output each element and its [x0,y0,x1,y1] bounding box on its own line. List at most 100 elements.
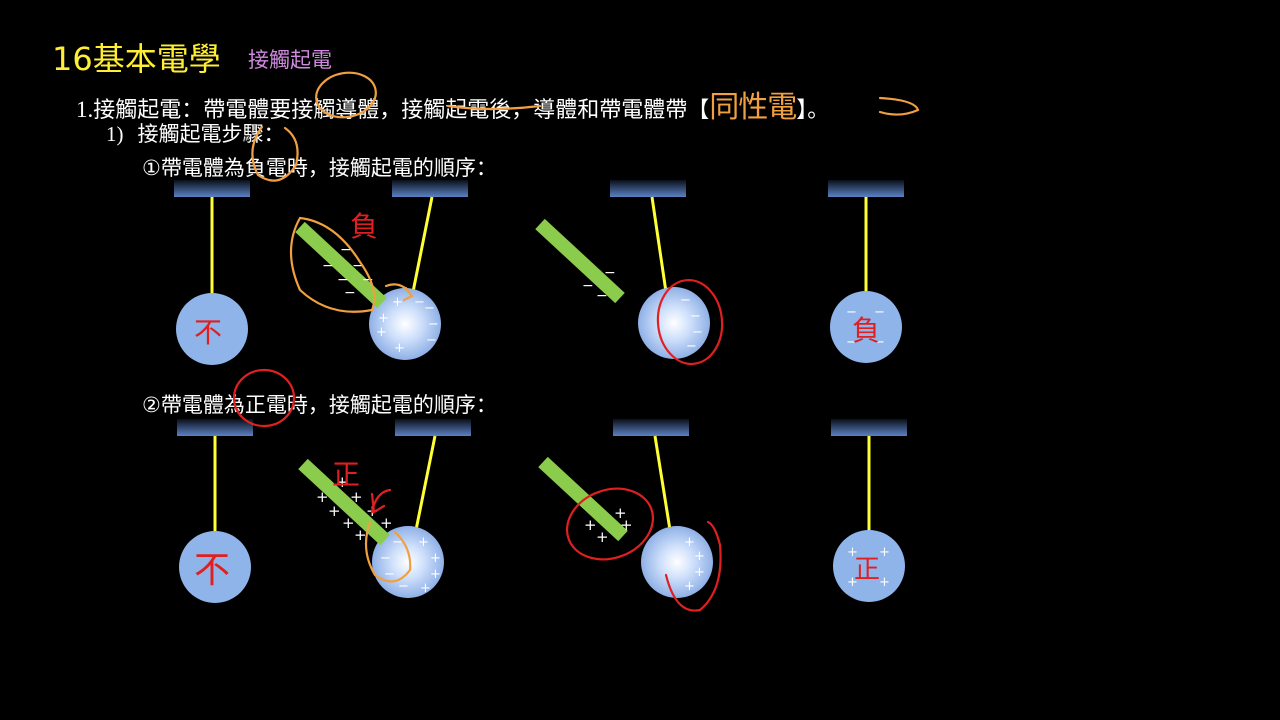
ceiling-bar [174,180,250,197]
charged-rod [535,218,625,304]
section-title: 接觸起電 [248,48,332,72]
conductor-sphere [369,288,441,360]
rod-charges: + + + + [584,504,633,546]
charged-rod [295,221,387,309]
minus-sign: − [392,535,403,550]
plus-sign: + [354,526,367,544]
sphere-charges: + + + + [847,545,890,590]
plus-sign: + [376,325,387,340]
statement-line: 1.接觸起電：帶電體要接觸導體，接觸起電後，導體和帶電體帶【同性電】。 [76,82,829,126]
charged-rod [298,458,390,546]
minus-sign: − [596,288,608,304]
statement-answer: 同性電 [709,90,797,125]
statement-text-before: 接觸起電：帶電體要接觸導體，接觸起電後，導體和帶電體帶【 [93,98,710,123]
minus-sign: − [874,335,885,350]
minus-sign: − [604,265,616,281]
rod-charges: − − − − − − [322,242,374,301]
conductor-sphere [830,291,902,363]
minus-sign: − [692,325,703,340]
rod-charges: + + + + + + + + [316,473,393,544]
note-neg-stage4: 負 [852,314,880,347]
rod-charges: − − − [582,265,616,304]
pos-stage-2: + + + + + + + + − − − − + + + + [298,419,471,598]
red-annotations [232,278,724,612]
plus-sign: + [584,516,597,534]
string [414,435,437,531]
note-neg-stage1: 不 [194,316,222,349]
conductor-sphere [638,287,710,359]
course-title: 16基本電學 [52,40,221,78]
minus-sign: − [426,333,437,348]
orange-annotations [251,71,920,583]
ceiling-bar [613,419,689,436]
plus-sign: + [879,575,890,590]
minus-sign: − [352,258,364,274]
conductor-sphere [641,526,713,598]
note-pos-stage2: 正 [332,458,360,491]
steps-number: 1) [106,122,124,146]
steps-heading: 接觸起電步驟： [137,122,285,146]
note-pos-stage4: 正 [854,555,880,585]
red-circle-pos-rod-charges [565,487,655,561]
minus-sign: − [680,293,691,308]
minus-sign: − [686,339,697,354]
statement-text-after: 】。 [796,98,830,123]
orange-circle-pos-rod [364,520,412,583]
plus-sign: + [684,579,695,594]
plus-sign: + [430,551,441,566]
conductor-sphere [179,531,251,603]
red-curve-pos-sphere [664,520,722,612]
conductor-sphere [176,293,248,365]
minus-sign: − [340,242,352,258]
ceiling-bar [177,419,253,436]
red-arrow-pos-stage2 [370,488,392,514]
orange-bracket-stage-answer [878,96,920,116]
orange-circle-charged-body [251,125,299,182]
plus-sign: + [879,545,890,560]
plus-sign: + [694,549,705,564]
string [653,435,672,531]
case-positive-label: ②帶電體為正電時，接觸起電的順序： [142,393,497,417]
plus-sign: + [684,535,695,550]
plus-sign: + [336,473,349,491]
note-neg-stage2: 負 [350,210,378,243]
ceiling-bar [392,180,468,197]
neg-stage-1 [174,180,250,365]
minus-sign: − [428,317,439,332]
orange-circle-rod [290,216,376,313]
minus-sign: − [398,579,409,594]
minus-sign: − [414,295,425,310]
plus-sign: + [620,516,633,534]
minus-sign: − [344,285,356,301]
conductor-sphere [833,530,905,602]
minus-sign: − [690,309,701,324]
sphere-charges: + + + + [684,535,705,594]
sphere-charges: − − − − [846,305,885,350]
statement-number: 1. [76,97,94,122]
minus-sign: − [874,305,885,320]
plus-sign: + [418,535,429,550]
orange-arrow-stage2 [384,283,414,302]
plus-sign: + [316,488,329,506]
minus-sign: − [384,567,395,582]
plus-sign: + [350,488,363,506]
ceiling-bar [610,180,686,197]
sphere-charges: − − − − [680,293,703,354]
orange-circle-contact [315,71,377,119]
steps-heading-line: 1) 接觸起電步驟： [106,118,285,148]
ceiling-bar [395,419,471,436]
pos-stage-1 [177,419,253,603]
plus-sign: + [847,575,858,590]
minus-sign: − [424,301,435,316]
plus-sign: + [392,295,403,310]
neg-stage-2: − − − − − − + + + + − − − − [295,180,468,360]
minus-sign: − [380,551,391,566]
plus-sign: + [430,567,441,582]
string [650,196,668,293]
plus-sign: + [596,528,609,546]
ceiling-bar [828,180,904,197]
neg-stage-4: − − − − [828,180,904,363]
minus-sign: − [322,258,334,274]
plus-sign: + [378,311,389,326]
